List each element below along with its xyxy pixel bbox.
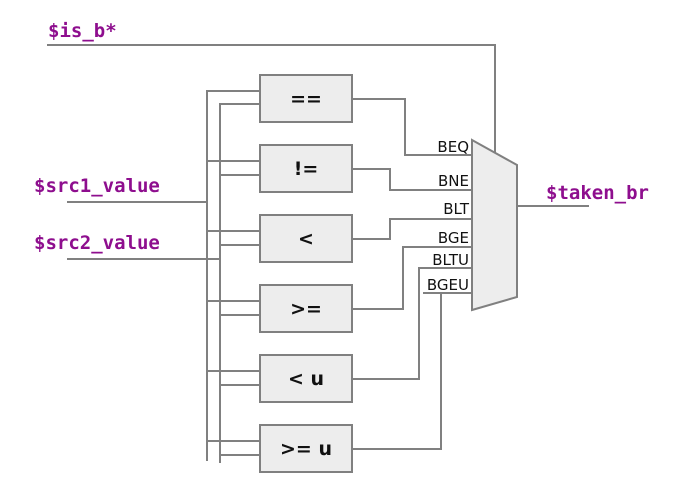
op-box-geu[interactable]: >= u bbox=[259, 424, 353, 473]
signal-label-src1-value: $src1_value bbox=[34, 175, 160, 197]
signal-label-is-b: $is_b* bbox=[48, 20, 117, 42]
wire-src-stubs-ne bbox=[206, 160, 261, 176]
op-box-ltu-label: < u bbox=[288, 368, 324, 390]
mux-port-label-blt: BLT bbox=[443, 200, 470, 218]
wire-src2-bus bbox=[67, 103, 221, 463]
op-box-lt-label: < bbox=[298, 228, 314, 250]
signal-label-src2-value: $src2_value bbox=[34, 232, 160, 254]
op-box-geu-label: >= u bbox=[280, 438, 332, 460]
wire-geu-to-bgeu bbox=[351, 292, 473, 450]
op-box-lt[interactable]: < bbox=[259, 214, 353, 263]
wire-src1-bus bbox=[67, 90, 208, 461]
taken-branch-mux[interactable] bbox=[471, 138, 518, 312]
mux-port-ticks bbox=[409, 154, 473, 294]
op-box-eq[interactable]: == bbox=[259, 74, 353, 123]
wire-src-stubs-lt bbox=[206, 230, 261, 246]
op-box-ge-label: >= bbox=[290, 298, 322, 320]
op-box-eq-label: == bbox=[290, 88, 322, 110]
op-box-ne-label: != bbox=[294, 158, 319, 180]
wire-src-stubs-geu bbox=[206, 440, 261, 456]
wire-is-b-select bbox=[47, 44, 496, 153]
signal-label-taken-br: $taken_br bbox=[546, 182, 649, 204]
wire-src-stubs-ge bbox=[206, 300, 261, 316]
mux-port-label-bgeu: BGEU bbox=[427, 276, 469, 294]
op-box-ne[interactable]: != bbox=[259, 144, 353, 193]
op-box-ge[interactable]: >= bbox=[259, 284, 353, 333]
mux-port-label-beq: BEQ bbox=[437, 138, 469, 156]
mux-port-label-bge: BGE bbox=[438, 229, 469, 247]
mux-port-label-bltu: BLTU bbox=[432, 251, 469, 269]
op-box-ltu[interactable]: < u bbox=[259, 354, 353, 403]
wire-src-stubs-eq bbox=[206, 90, 261, 105]
wire-src-stubs-ltu bbox=[206, 370, 261, 386]
mux-port-label-bne: BNE bbox=[438, 172, 469, 190]
